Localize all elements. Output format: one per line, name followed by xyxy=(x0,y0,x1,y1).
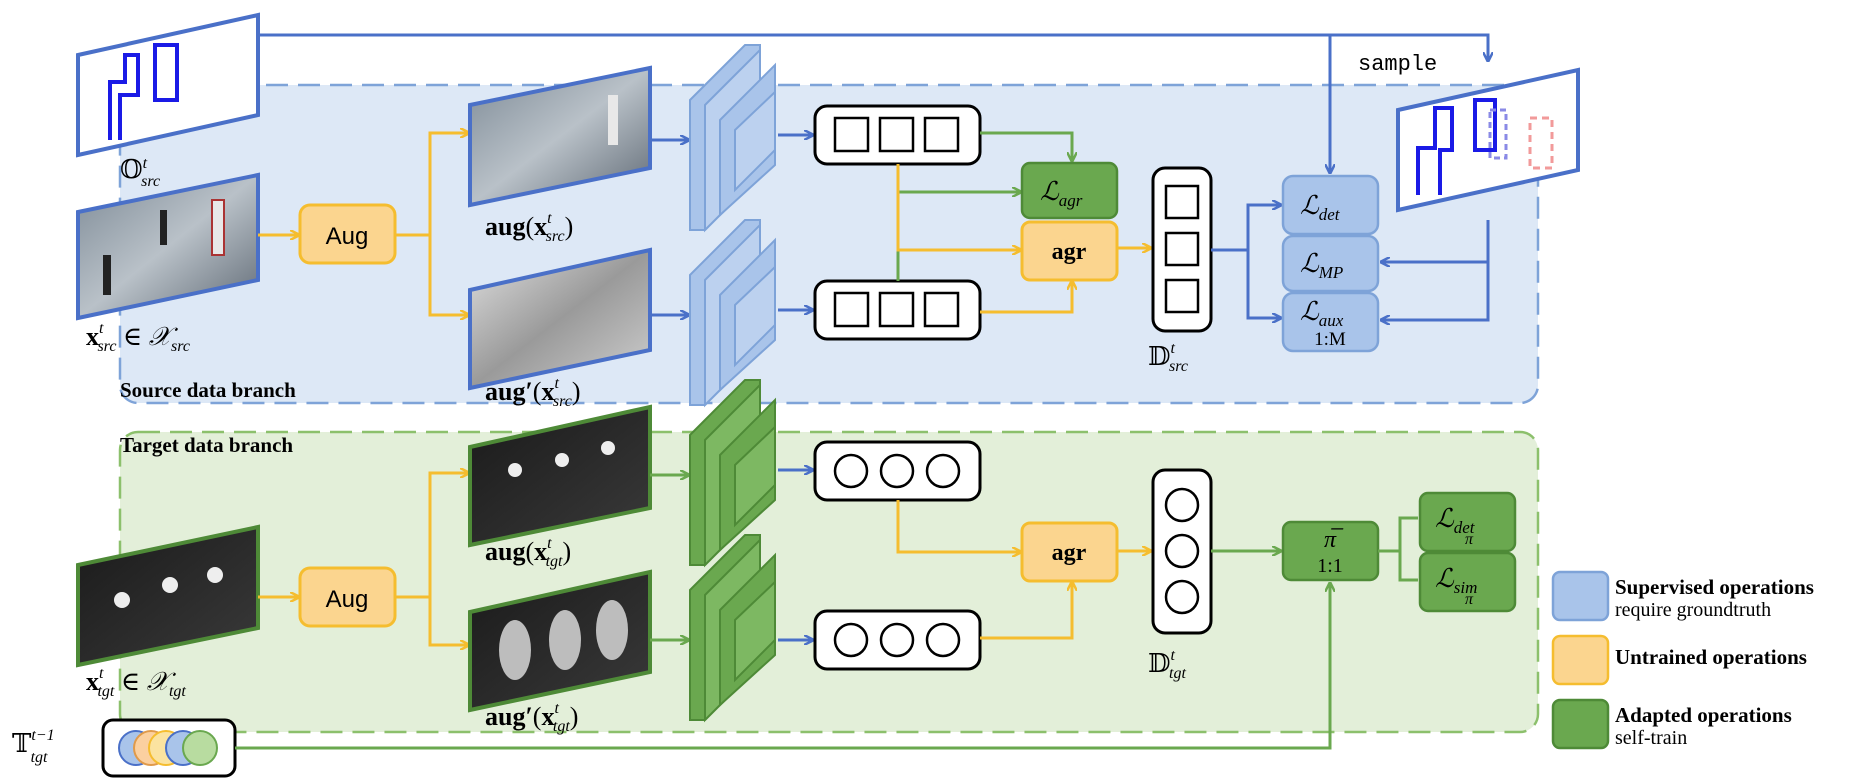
tgt-encoder-2 xyxy=(689,534,776,723)
tgt-loss-sim-pi: π xyxy=(1465,591,1474,608)
tgt-aug-image-1 xyxy=(468,404,652,548)
src-encoder-1 xyxy=(689,44,776,233)
src-aug-label: Aug xyxy=(326,223,369,250)
legend-subtitle-adapted: self-train xyxy=(1615,727,1687,749)
src-aug-image-2 xyxy=(468,247,652,391)
loss-det-label: ℒdet xyxy=(1300,191,1341,224)
src-features-2 xyxy=(813,279,982,341)
legend-subtitle-supervised: require groundtruth xyxy=(1615,599,1771,621)
tgt-agr-label: agr xyxy=(1052,540,1087,566)
loss-aux-box xyxy=(1281,291,1380,353)
src-encoder-2 xyxy=(689,219,776,408)
pi-ratio: 1:1 xyxy=(1317,555,1343,577)
legend-swatch-supervised xyxy=(1551,570,1610,622)
tgt-loss-det-label: ℒdet xyxy=(1435,504,1476,537)
target-branch-label: Target data branch xyxy=(120,433,293,457)
loss-agr-label: ℒagr xyxy=(1040,177,1083,210)
legend: Supervised operations require groundtrut… xyxy=(1551,570,1814,750)
tgt-features-2 xyxy=(813,609,982,671)
source-branch-label: Source data branch xyxy=(120,378,296,402)
loss-mp-label: ℒMP xyxy=(1300,249,1343,282)
tgt-loss-sim-box xyxy=(1418,551,1517,613)
tgt-encoder-1 xyxy=(689,379,776,568)
tgt-aug-image-2 xyxy=(468,569,652,713)
sample-label: sample xyxy=(1358,52,1437,77)
loss-aux-note: 1:M xyxy=(1314,329,1346,350)
legend-swatch-adapted xyxy=(1551,698,1610,750)
src-agr-label: agr xyxy=(1052,239,1087,265)
legend-swatch-untrained xyxy=(1551,634,1610,686)
t-tgt-memory xyxy=(101,718,237,778)
src-aug-image-1 xyxy=(468,65,652,208)
d-tgt-stack xyxy=(1151,468,1213,635)
loss-mp-box xyxy=(1281,234,1380,293)
tgt-input-image xyxy=(76,524,260,668)
legend-title-adapted: Adapted operations xyxy=(1615,703,1792,727)
src-detections-image xyxy=(76,12,260,158)
tgt-loss-sim-label: ℒsim xyxy=(1435,564,1477,597)
loss-det-box xyxy=(1281,174,1380,236)
src-agr-box xyxy=(1020,220,1119,282)
legend-title-supervised: Supervised operations xyxy=(1615,575,1814,599)
d-src-stack xyxy=(1151,166,1213,333)
src-input-image xyxy=(76,172,260,321)
tgt-loss-det-box xyxy=(1418,491,1517,553)
tgt-aug-label: Aug xyxy=(326,586,369,613)
tgt-features-1 xyxy=(813,440,982,502)
sampled-detections-image xyxy=(1396,67,1580,213)
legend-title-untrained: Untrained operations xyxy=(1615,645,1807,669)
tgt-loss-det-pi: π xyxy=(1465,531,1474,548)
loss-aux-label: ℒaux xyxy=(1300,297,1344,330)
src-features-1 xyxy=(813,104,982,166)
loss-agr-box xyxy=(1020,161,1119,220)
